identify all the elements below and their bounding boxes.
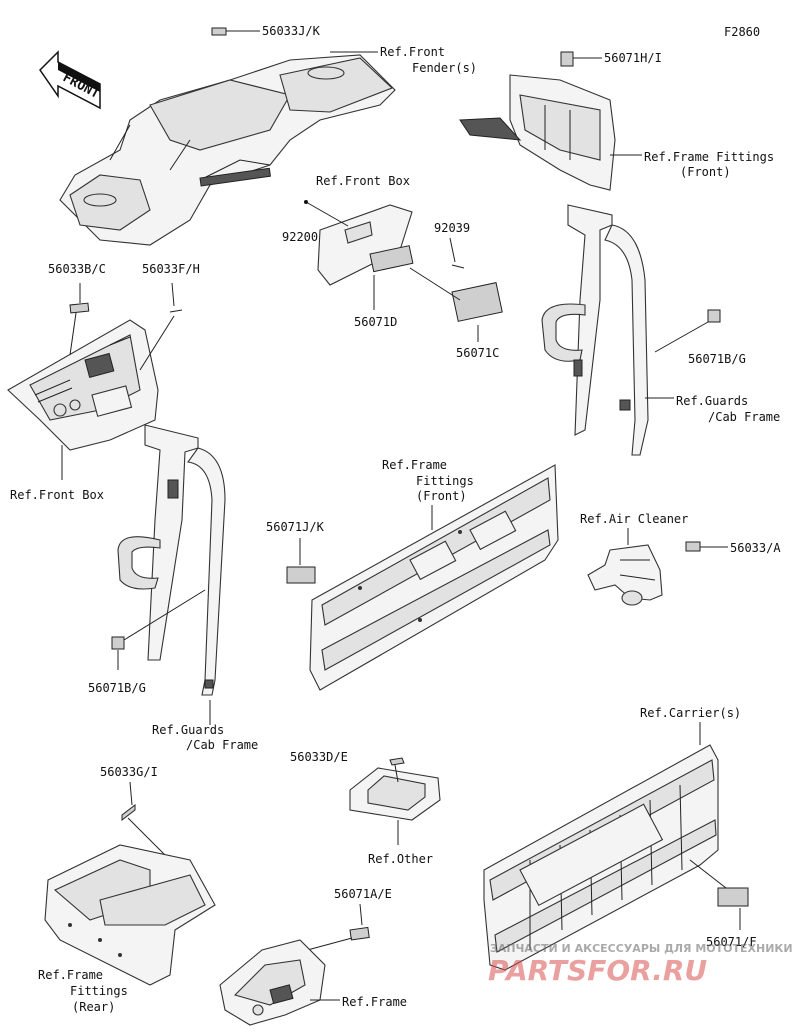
front-arrow-icon: FRONT bbox=[39, 50, 102, 110]
figure-code: F2860 bbox=[724, 25, 760, 39]
label-56071hi: 56071H/I bbox=[604, 51, 662, 65]
decal-56033de bbox=[389, 757, 405, 766]
decal-56071ae bbox=[349, 926, 370, 941]
label-ref-carrier: Ref.Carrier(s) bbox=[640, 706, 741, 720]
label-ref-frame-rear-3: (Rear) bbox=[72, 1000, 115, 1014]
label-56071bg-right: 56071B/G bbox=[688, 352, 746, 366]
air-cleaner-drawing bbox=[587, 544, 663, 606]
decal-56033bc bbox=[69, 302, 90, 314]
decal-56071jk bbox=[286, 566, 316, 584]
front-box-lid-drawing bbox=[317, 204, 413, 286]
cab-frame-right-drawing bbox=[541, 204, 649, 456]
decal-56071hi bbox=[560, 51, 574, 67]
label-56033de: 56033D/E bbox=[290, 750, 348, 764]
carrier-drawing bbox=[483, 744, 719, 971]
label-92200: 92200 bbox=[282, 230, 318, 244]
cab-frame-left-drawing bbox=[117, 424, 226, 696]
label-ref-front-fender: Ref.Front bbox=[380, 45, 445, 59]
decal-56033gi bbox=[121, 803, 136, 822]
label-ref-frame-fittings-front-2: (Front) bbox=[680, 165, 731, 179]
decal-56071d bbox=[369, 245, 414, 273]
watermark: ЗАПЧАСТИ И АКСЕССУАРЫ ДЛЯ МОТОТЕХНИКИ PA… bbox=[488, 942, 793, 987]
gasket-drawing bbox=[349, 767, 441, 821]
label-92039: 92039 bbox=[434, 221, 470, 235]
label-ref-guards-right-2: /Cab Frame bbox=[708, 410, 780, 424]
label-ref-other: Ref.Other bbox=[368, 852, 433, 866]
frame-fittings-panel-drawing bbox=[309, 464, 559, 691]
label-ref-frame-mid: Ref.Frame bbox=[382, 458, 447, 472]
label-56033bc: 56033B/C bbox=[48, 262, 106, 276]
label-56033gi: 56033G/I bbox=[100, 765, 158, 779]
label-ref-front-fender-2: Fender(s) bbox=[412, 61, 477, 75]
front-fender-assembly-drawing bbox=[59, 54, 396, 246]
label-ref-guards-left: Ref.Guards bbox=[152, 723, 224, 737]
label-56071f: 56071/F bbox=[706, 935, 757, 949]
decal-56071bg-left bbox=[111, 636, 125, 650]
watermark-brand: PARTSFOR.RU bbox=[488, 954, 707, 987]
label-ref-frame-rear: Ref.Frame bbox=[38, 968, 103, 982]
decal-56071bg-right bbox=[707, 309, 721, 323]
frame-fittings-front-drawing bbox=[459, 74, 616, 191]
label-56071c: 56071C bbox=[456, 346, 499, 360]
decal-56071c bbox=[451, 282, 503, 322]
label-ref-frame-mid-3: (Front) bbox=[416, 489, 467, 503]
label-56071jk: 56071J/K bbox=[266, 520, 325, 534]
label-ref-frame-fittings-front: Ref.Frame Fittings bbox=[644, 150, 774, 164]
decal-56033a bbox=[685, 541, 701, 552]
dashboard-drawing bbox=[7, 319, 159, 451]
decal-56071f bbox=[717, 887, 749, 907]
label-56071d: 56071D bbox=[354, 315, 397, 329]
watermark-caption: ЗАПЧАСТИ И АКСЕССУАРЫ ДЛЯ МОТОТЕХНИКИ bbox=[490, 942, 793, 955]
decal-56033jk bbox=[211, 27, 227, 36]
label-ref-frame-rear-2: Fittings bbox=[70, 984, 128, 998]
frame-fittings-rear-drawing bbox=[44, 844, 216, 986]
label-ref-guards-left-2: /Cab Frame bbox=[186, 738, 258, 752]
label-ref-frame-mid-2: Fittings bbox=[416, 474, 474, 488]
label-56033jk: 56033J/K bbox=[262, 24, 321, 38]
frame-drawing bbox=[219, 939, 326, 1026]
label-56033fh: 56033F/H bbox=[142, 262, 200, 276]
label-56071ae: 56071A/E bbox=[334, 887, 392, 901]
label-56033a: 56033/A bbox=[730, 541, 781, 555]
label-ref-front-box-top: Ref.Front Box bbox=[316, 174, 410, 188]
label-ref-guards-right: Ref.Guards bbox=[676, 394, 748, 408]
label-ref-air-cleaner: Ref.Air Cleaner bbox=[580, 512, 688, 526]
label-ref-frame-bottom: Ref.Frame bbox=[342, 995, 407, 1009]
label-ref-front-box-left: Ref.Front Box bbox=[10, 488, 104, 502]
label-56071bg-left: 56071B/G bbox=[88, 681, 146, 695]
